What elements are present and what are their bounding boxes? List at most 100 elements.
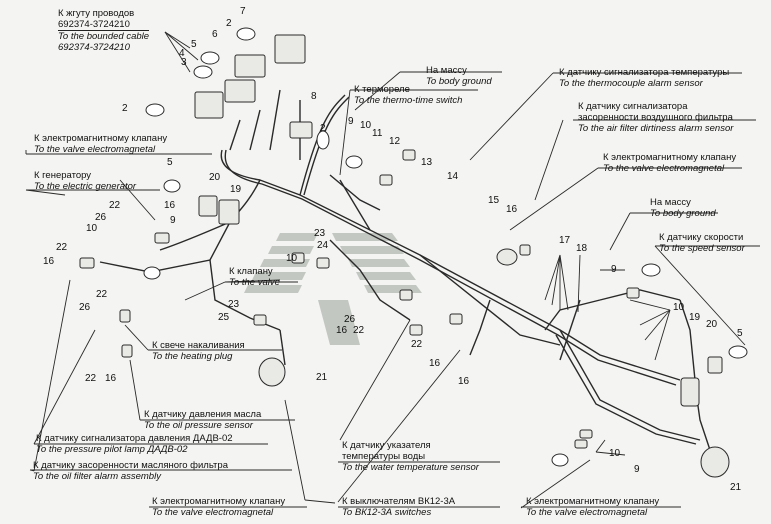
- label-thermo-relay-en: To the thermo-time switch: [354, 95, 463, 106]
- label-pressure-alarm-en: To the pressure pilot lamp ДАДВ-02: [36, 444, 188, 455]
- callout-16: 16: [458, 376, 470, 387]
- label-water-temp-en: To the water temperature sensor: [342, 462, 479, 473]
- label-oil-pressure: К датчику давления масла To the oil pres…: [144, 409, 261, 431]
- label-ground-top-en: To body ground: [426, 76, 492, 87]
- label-harness-en: To the bounded cable: [58, 31, 150, 42]
- callout-16: 16: [429, 358, 441, 369]
- label-ground-right: На массу To body ground: [650, 197, 716, 219]
- connectors: [79, 34, 730, 478]
- callout-2: 2: [122, 103, 128, 114]
- callout-9: 9: [611, 264, 617, 275]
- callout-23: 23: [314, 228, 326, 239]
- label-valve: К клапану To the valve: [229, 266, 280, 288]
- label-solenoid-top-ru: К электромагнитному клапану: [34, 133, 168, 144]
- label-pressure-alarm: К датчику сигнализатора давления ДАДВ-02…: [36, 433, 233, 455]
- callout-10: 10: [286, 253, 298, 264]
- label-ground-top: На массу To body ground: [426, 65, 492, 87]
- callout-9: 9: [348, 116, 354, 127]
- callout-3: 3: [181, 57, 187, 68]
- callout-20: 20: [706, 319, 718, 330]
- callout-19: 19: [689, 312, 701, 323]
- callout-5: 5: [191, 39, 197, 50]
- callout-22: 22: [353, 325, 365, 336]
- label-thermo-relay: К термореле To the thermo-time switch: [354, 84, 462, 106]
- label-pressure-alarm-ru: К датчику сигнализатора давления ДАДВ-02: [36, 433, 233, 444]
- label-air-filter: К датчику сигнализатора засоренности воз…: [578, 101, 733, 134]
- callout-22: 22: [109, 200, 121, 211]
- callout-16: 16: [164, 200, 176, 211]
- label-underlines: [26, 71, 760, 508]
- callout-12: 12: [389, 136, 401, 147]
- label-oil-filter-ru: К датчику засоренности масляного фильтра: [33, 460, 228, 471]
- label-water-temp-ru1: К датчику указателя: [342, 440, 431, 451]
- label-oil-pressure-ru: К датчику давления масла: [144, 409, 262, 420]
- label-speed-en: To the speed sensor: [659, 243, 745, 254]
- label-water-temp: К датчику указателя температуры воды To …: [342, 440, 479, 473]
- label-speed-ru: К датчику скорости: [659, 232, 744, 243]
- label-ground-right-ru: На массу: [650, 197, 691, 208]
- label-generator: К генератору To the electric generator: [34, 170, 136, 192]
- label-glow-plug-ru: К свече накаливания: [152, 340, 245, 351]
- callout-16: 16: [336, 325, 348, 336]
- label-temp-alarm-ru: К датчику сигнализатора температуры: [559, 67, 730, 78]
- callout-23: 23: [228, 299, 240, 310]
- callout-22: 22: [411, 339, 423, 350]
- label-temp-alarm-en: To the thermocouple alarm sensor: [559, 78, 703, 89]
- label-solenoid-bottom-en: To the valve electromagnetal: [152, 507, 274, 518]
- label-solenoid-top-en: To the valve electromagnetal: [34, 144, 156, 155]
- callout-10: 10: [673, 302, 685, 313]
- callout-10: 10: [360, 120, 372, 131]
- callout-17: 17: [559, 235, 571, 246]
- label-water-temp-ru2: температуры воды: [342, 451, 426, 462]
- callout-21: 21: [316, 372, 328, 383]
- callout-10: 10: [86, 223, 98, 234]
- callout-21: 21: [730, 482, 742, 493]
- callout-26: 26: [95, 212, 107, 223]
- callout-14: 14: [447, 171, 459, 182]
- label-thermo-relay-ru: К термореле: [354, 84, 410, 95]
- label-glow-plug: К свече накаливания To the heating plug: [152, 340, 245, 362]
- label-harness-ru: К жгуту проводов: [58, 8, 135, 19]
- harness-trunk: [99, 89, 711, 451]
- label-solenoid-right: К электромагнитному клапану To the valve…: [603, 152, 736, 174]
- label-solenoid-top: К электромагнитному клапану To the valve…: [34, 133, 167, 155]
- callout-2: 2: [320, 123, 326, 134]
- callout-4: 4: [179, 48, 185, 59]
- callout-25: 25: [218, 312, 230, 323]
- label-switches-ru: К выключателям ВК12-3А: [342, 496, 456, 507]
- callout-15: 15: [488, 195, 500, 206]
- label-oil-filter: К датчику засоренности масляного фильтра…: [33, 460, 228, 482]
- callout-22: 22: [96, 289, 108, 300]
- watermark-logo: [244, 233, 422, 345]
- label-glow-plug-en: To the heating plug: [152, 351, 233, 362]
- callout-5: 5: [167, 157, 173, 168]
- callout-16: 16: [105, 373, 117, 384]
- callout-10: 10: [609, 448, 621, 459]
- callout-11: 11: [372, 128, 383, 139]
- callout-22: 22: [85, 373, 97, 384]
- label-air-filter-ru1: К датчику сигнализатора: [578, 101, 688, 112]
- callout-13: 13: [421, 157, 433, 168]
- label-oil-filter-en: To the oil filter alarm assembly: [33, 471, 161, 482]
- terminal-lugs: [143, 27, 748, 467]
- label-solenoid-right-ru: К электромагнитному клапану: [603, 152, 737, 163]
- label-solenoid-bottom-right: К электромагнитному клапану To the valve…: [526, 496, 659, 518]
- label-solenoid-bottom-ru: К электромагнитному клапану: [152, 496, 286, 507]
- label-generator-ru: К генератору: [34, 170, 92, 181]
- label-solenoid-bottom-right-ru: К электромагнитному клапану: [526, 496, 660, 507]
- leader-lines: [25, 31, 746, 509]
- label-air-filter-ru2: засоренности воздушного фильтра: [578, 112, 733, 123]
- label-switches: К выключателям ВК12-3А To ВК12-3А switch…: [342, 496, 455, 518]
- label-air-filter-en: To the air filter dirtiness alarm sensor: [578, 123, 734, 134]
- label-solenoid-bottom: К электромагнитному клапану To the valve…: [152, 496, 285, 518]
- callout-16: 16: [43, 256, 55, 267]
- label-solenoid-right-en: To the valve electromagnetal: [603, 163, 725, 174]
- label-harness-code2: 692374-3724210: [58, 42, 130, 53]
- label-valve-en: To the valve: [229, 277, 280, 288]
- label-harness: К жгуту проводов 692374-3724210 To the b…: [58, 8, 150, 53]
- label-ground-right-en: To body ground: [650, 208, 716, 219]
- callout-9: 9: [170, 215, 176, 226]
- callout-26: 26: [79, 302, 91, 313]
- callout-8: 8: [311, 91, 317, 102]
